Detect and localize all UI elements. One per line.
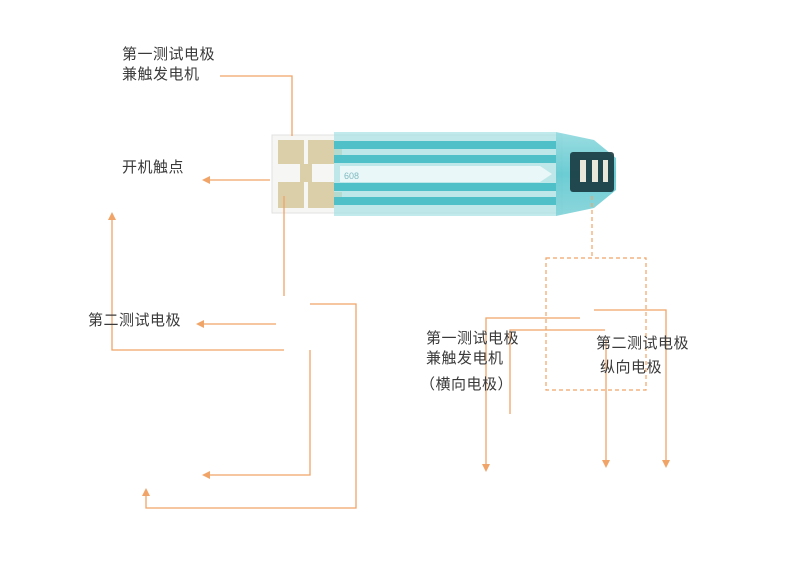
- leader-top-left: [220, 75, 293, 136]
- electrode-tracks: [334, 141, 556, 205]
- leader-first-right-inner: [509, 329, 605, 414]
- leader-second-right-a: [594, 309, 670, 468]
- strip-code: 608: [344, 171, 359, 181]
- tip-electrodes: [580, 160, 608, 182]
- tip-callout: [545, 196, 647, 391]
- insertion-arrow-band: [340, 166, 552, 182]
- label-power-contact: 开机触点: [122, 158, 185, 176]
- label-first-electrode-right-line3: （横向电极）: [420, 375, 514, 393]
- label-first-electrode-top-line1: 第一测试电极: [122, 45, 216, 63]
- label-first-electrode-right-line1: 第一测试电极: [426, 329, 520, 347]
- leader-outer-bottom: [142, 303, 357, 509]
- leader-left-loop: [108, 212, 284, 351]
- label-first-electrode-right-line2: 兼触发电机: [426, 349, 504, 367]
- label-second-electrode-right-line1: 第二测试电极: [596, 334, 690, 352]
- leader-first-right-outer: [482, 317, 580, 472]
- label-first-electrode-top-line2: 兼触发电机: [122, 65, 200, 83]
- label-second-electrode-right-line2: 纵向电极: [600, 358, 663, 376]
- label-second-electrode-left: 第二测试电极: [88, 311, 182, 329]
- leader-lines: [108, 75, 670, 509]
- test-strip: 608: [271, 132, 616, 216]
- callout-box: [545, 257, 647, 391]
- leader-inner-bottom: [202, 350, 311, 479]
